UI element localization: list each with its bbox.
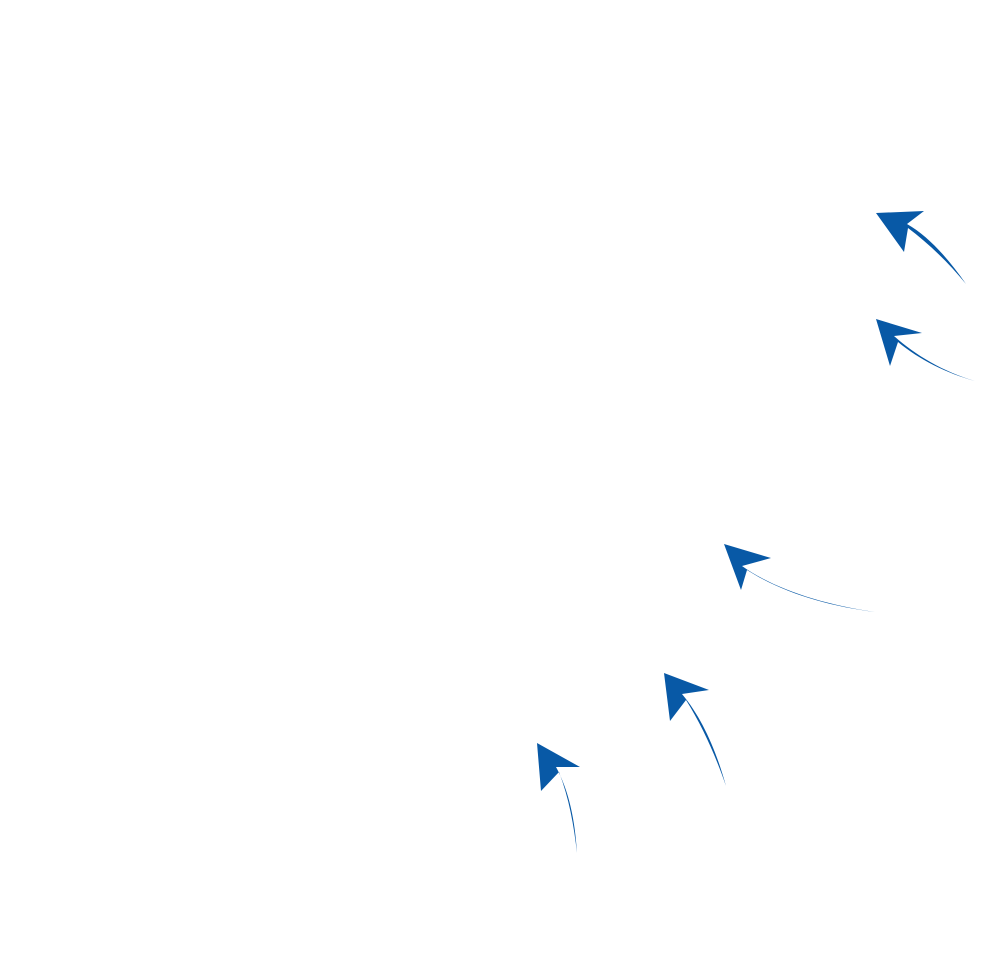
curved-arrow-icon — [537, 743, 580, 853]
curved-arrow-icon — [724, 544, 875, 612]
curved-arrow-icon — [664, 673, 726, 786]
curved-arrow-icon — [876, 319, 975, 381]
curved-arrow-icon — [876, 211, 966, 284]
